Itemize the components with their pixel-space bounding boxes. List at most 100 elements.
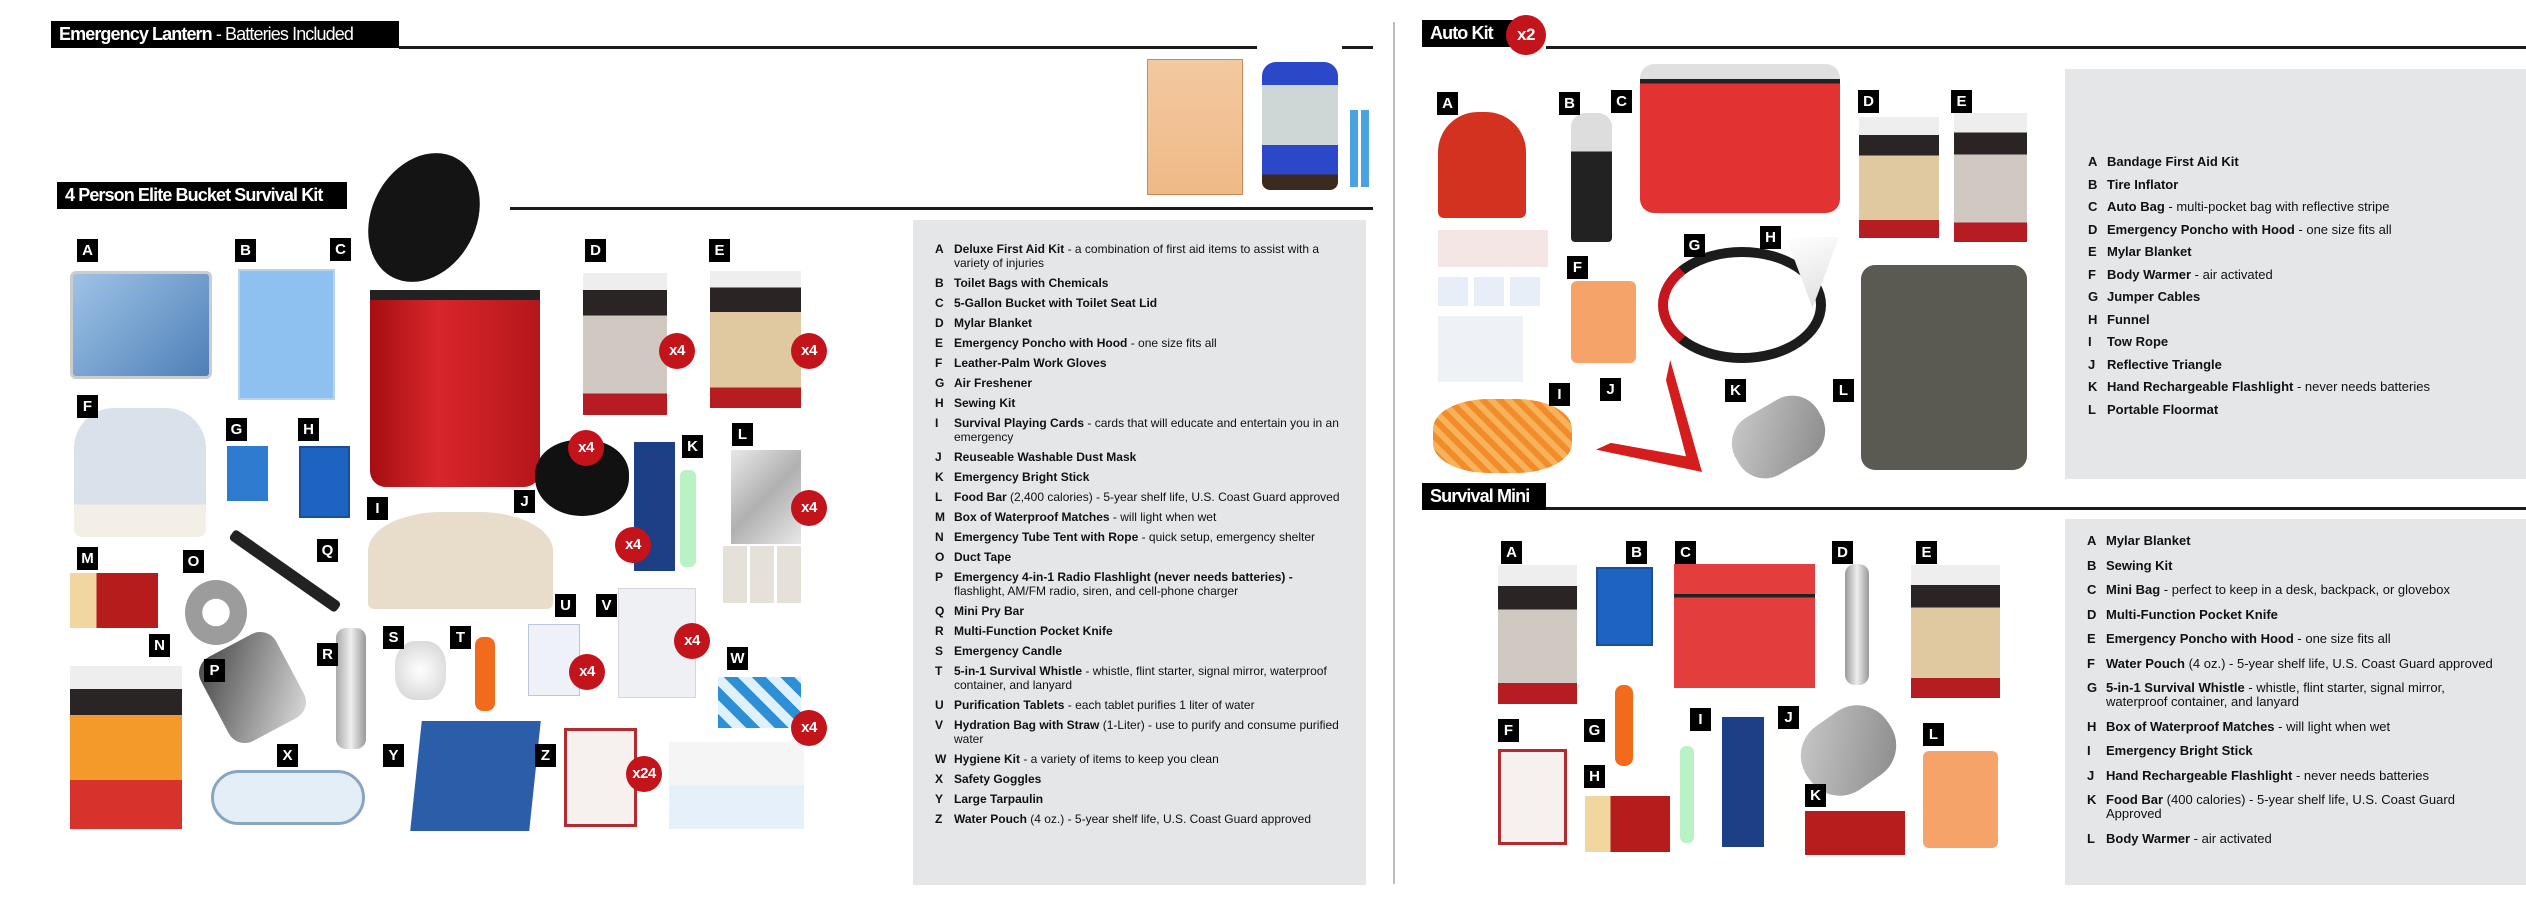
item-description: Mylar Blanket [954, 316, 1346, 330]
item-letter-badge: L [1923, 723, 1944, 746]
item-name: Toilet Bags with Chemicals [954, 276, 1109, 290]
item-letter: B [2088, 176, 2098, 192]
mini-matches-image [1585, 796, 1670, 852]
item-letter: I [935, 416, 939, 430]
toilet-bags-image [238, 269, 335, 400]
batteries-image [1350, 110, 1372, 187]
item-description: Emergency Tube Tent with Rope - quick se… [954, 530, 1346, 544]
auto-blanket-image [1954, 113, 2027, 242]
item-letter-badge: Q [317, 539, 338, 562]
item-letter-badge: Y [383, 744, 404, 767]
item-description: Multi-Function Pocket Knife [2106, 607, 2506, 622]
item-letter: C [2087, 582, 2097, 597]
item-letter-badge: I [1690, 708, 1711, 731]
item-letter: D [935, 316, 944, 330]
contents-list-item: X Safety Goggles [935, 772, 1346, 786]
sewing-kit-image [299, 446, 350, 518]
lantern-rule-end [1342, 46, 1373, 49]
mini-sewing-kit-image [1596, 567, 1653, 646]
item-letter: C [2088, 199, 2098, 214]
body-warmer-image [1571, 281, 1636, 363]
item-detail: (1-Liter) - use to purify and consume pu… [954, 718, 1339, 746]
item-letter: G [2087, 680, 2098, 695]
water-pouch-image [564, 728, 637, 827]
food-bar-tablets-image [723, 546, 801, 603]
quantity-badge: x4 [569, 654, 605, 690]
item-letter-badge: B [1559, 92, 1580, 115]
item-letter-badge: L [732, 423, 753, 446]
item-name: Funnel [2107, 311, 2150, 327]
item-description: Tire Inflator [2107, 177, 2517, 192]
item-name: Emergency Tube Tent with Rope [954, 530, 1139, 544]
item-name: 5-Gallon Bucket with Toilet Seat Lid [954, 296, 1158, 310]
item-description: Water Pouch (4 oz.) - 5-year shelf life,… [2106, 655, 2506, 671]
item-letter-badge: B [1626, 541, 1647, 564]
item-name: Food Bar [954, 490, 1007, 504]
item-description: Emergency Bright Stick [2106, 744, 2506, 758]
item-name: Mylar Blanket [2107, 244, 2192, 259]
item-letter-badge: H [298, 418, 319, 441]
tube-tent-image [70, 666, 182, 829]
item-name: Hand Rechargeable Flashlight [2106, 767, 2293, 783]
bandages-image [1438, 230, 1548, 267]
item-letter: U [935, 698, 944, 712]
item-description: 5-in-1 Survival Whistle - whistle, flint… [954, 664, 1346, 692]
auto-poncho-image [1859, 117, 1939, 238]
item-letter: E [2088, 244, 2097, 259]
item-description: Emergency Poncho with Hood - one size fi… [954, 336, 1346, 350]
elite-kit-rule [510, 207, 1373, 210]
item-letter-badge: V [596, 594, 617, 617]
item-letter-badge: J [1778, 706, 1799, 729]
item-detail: (4 oz.) - 5-year shelf life, U.S. Coast … [2184, 655, 2493, 671]
tow-rope-image [1433, 399, 1572, 473]
item-letter: L [2087, 830, 2095, 846]
item-description: Safety Goggles [954, 772, 1346, 786]
item-letter-badge: K [1725, 379, 1746, 402]
item-letter: B [935, 276, 944, 290]
item-description: Sewing Kit [954, 396, 1346, 410]
item-name: Water Pouch [2106, 655, 2185, 671]
whistle-image [475, 637, 495, 711]
item-letter-badge: A [1437, 92, 1458, 115]
item-letter: D [2087, 606, 2097, 622]
item-name: Hand Rechargeable Flashlight [2107, 379, 2294, 394]
lantern-section-header: Emergency Lantern - Batteries Included [51, 21, 399, 48]
item-detail: - whistle, flint starter, signal mirror,… [2106, 680, 2445, 709]
item-letter-badge: F [77, 395, 98, 418]
item-name: Hydration Bag with Straw [954, 718, 1100, 732]
item-name: Emergency Poncho with Hood [954, 336, 1128, 350]
contents-list-item: B Tire Inflator [2088, 176, 2517, 192]
item-letter-badge: N [149, 634, 170, 657]
item-letter: K [935, 470, 944, 484]
contents-list-item: C Mini Bag - perfect to keep in a desk, b… [2087, 583, 2506, 597]
item-letter-badge: E [1951, 90, 1972, 113]
item-letter: G [935, 376, 945, 390]
item-letter: A [2088, 154, 2098, 169]
item-description: Mini Bag - perfect to keep in a desk, ba… [2106, 583, 2506, 597]
lantern-box-image [1147, 59, 1243, 195]
item-description: 5-Gallon Bucket with Toilet Seat Lid [954, 296, 1346, 310]
item-name: Emergency Poncho with Hood [2107, 221, 2295, 237]
item-letter: X [935, 772, 944, 786]
item-description: Body Warmer - air activated [2106, 831, 2506, 846]
item-description: 5-in-1 Survival Whistle - whistle, flint… [2106, 681, 2506, 709]
item-name: 5-in-1 Survival Whistle [954, 664, 1083, 678]
tire-inflator-image [1571, 113, 1612, 242]
bright-stick-image [680, 470, 696, 567]
